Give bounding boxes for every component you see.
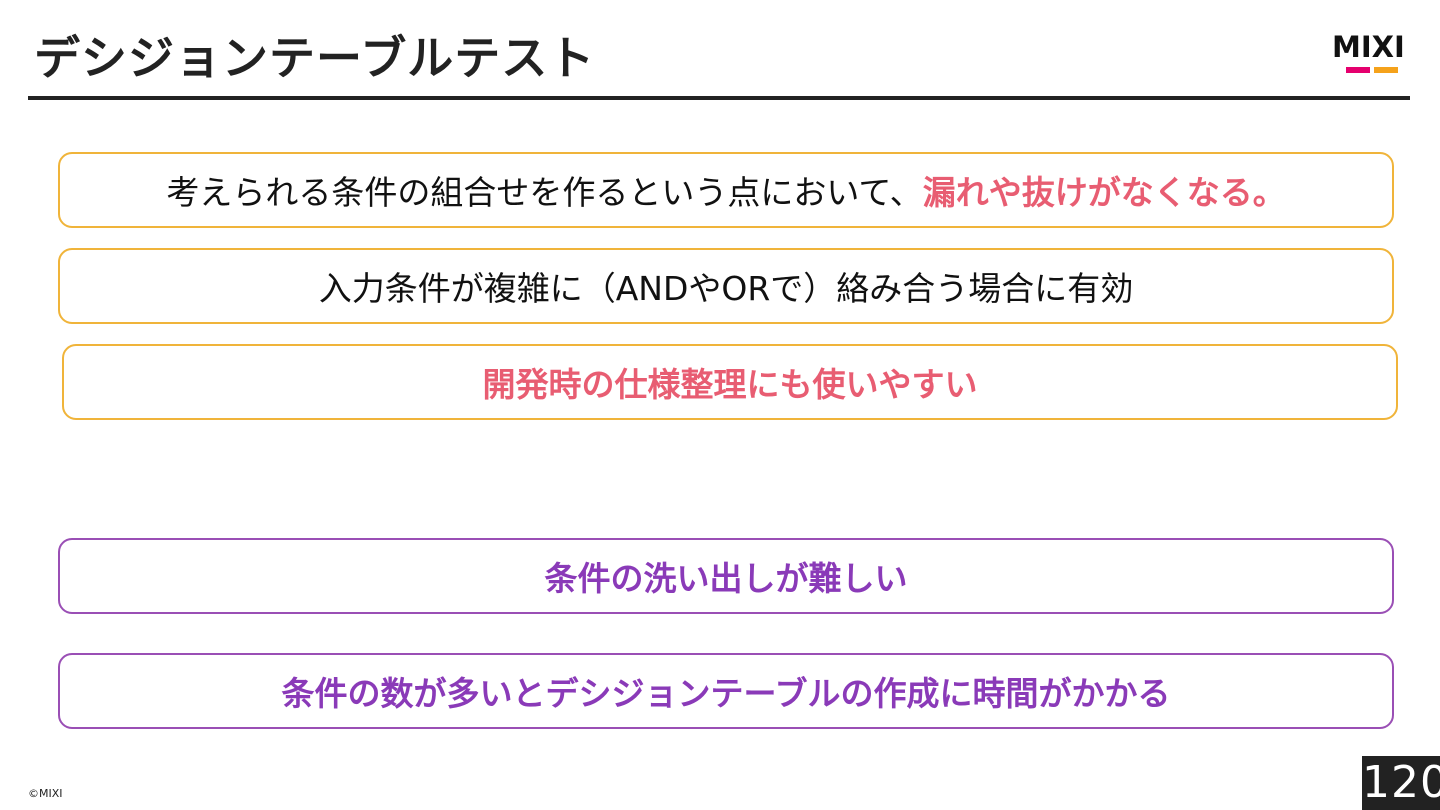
pros-item-1-plain: 考えられる条件の組合せを作るという点において、 [166,173,923,212]
logo-pink-bar [1346,67,1370,73]
title-divider [28,96,1410,100]
logo-text: MIXI [1332,30,1405,64]
slide-title: デシジョンテーブルテスト [34,31,596,85]
pros-item-3: 開発時の仕様整理にも使いやすい [62,344,1398,420]
cons-item-1: 条件の洗い出しが難しい [58,538,1394,614]
pros-item-1: 考えられる条件の組合せを作るという点において、漏れや抜けがなくなる。 [58,152,1394,228]
copyright-text: ©MIXI [28,787,63,800]
pros-item-2: 入力条件が複雑に（ANDやORで）絡み合う場合に有効 [58,248,1394,324]
mixi-logo: MIXI [1332,30,1412,76]
cons-item-2-text: 条件の数が多いとデシジョンテーブルの作成に時間がかかる [281,674,1171,713]
pros-item-3-highlight: 開発時の仕様整理にも使いやすい [482,365,978,404]
cons-item-2: 条件の数が多いとデシジョンテーブルの作成に時間がかかる [58,653,1394,729]
pros-item-1-highlight: 漏れや抜けがなくなる。 [922,173,1286,212]
cons-item-1-text: 条件の洗い出しが難しい [544,559,908,598]
logo-orange-bar [1374,67,1398,73]
page-number: 120 [1362,756,1440,810]
pros-item-2-text: 入力条件が複雑に（ANDやORで）絡み合う場合に有効 [318,269,1134,308]
